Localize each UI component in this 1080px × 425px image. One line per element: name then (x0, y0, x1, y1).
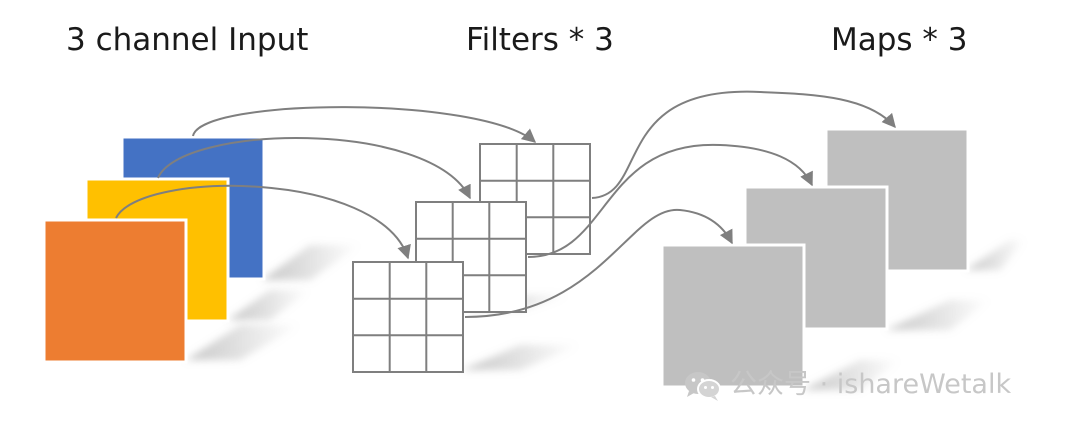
arrow-filter-3-to-map-3 (464, 208, 733, 318)
feature-map-3 (660, 243, 806, 389)
watermark-text: 公众号 · ishareWetalk (730, 369, 1012, 400)
arrows-input-to-filters (115, 106, 537, 260)
feature-maps (660, 127, 970, 389)
filter-3 (352, 261, 464, 373)
arrow-filter-1-to-map-1 (591, 90, 896, 199)
arrow-channel-2-to-filter-2 (157, 137, 471, 200)
shadow-map-3 (803, 360, 900, 390)
filters-heading: Filters * 3 (466, 22, 614, 58)
arrow-channel-1-to-filter-1 (192, 106, 537, 143)
arrow-filter-2-to-map-2 (527, 143, 813, 258)
shadow-channel-1 (262, 245, 360, 280)
input-channel-3 (42, 218, 188, 364)
filters (352, 143, 591, 373)
arrow-channel-3-to-filter-3 (115, 185, 411, 260)
watermark: 公众号 · ishareWetalk (684, 362, 1011, 402)
arrows-filters-to-maps (464, 90, 896, 318)
shadow-map-2 (886, 300, 990, 330)
wechat-icon (685, 371, 721, 401)
input-heading: 3 channel Input (66, 22, 309, 58)
maps-heading: Maps * 3 (831, 22, 968, 58)
shadow-channel-2 (228, 290, 310, 320)
shadow-map-1 (966, 240, 1025, 270)
shadow-channel-3 (186, 325, 300, 360)
input-channels (42, 135, 266, 364)
shadow-filter-3 (462, 345, 580, 370)
